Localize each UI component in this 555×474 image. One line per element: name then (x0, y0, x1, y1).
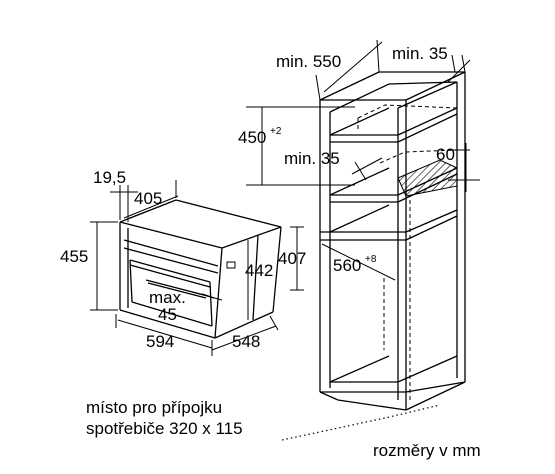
label-oven-depth: 405 (134, 189, 162, 208)
label-handle-max-value: 45 (158, 305, 177, 324)
dim-oven-side-height: 407 (278, 226, 306, 291)
dim-oven-width: 594 (115, 314, 213, 356)
label-niche-width-tol: +8 (365, 254, 377, 265)
connection-note: místo pro přípojku spotřebiče 320 x 115 (86, 398, 441, 441)
dim-niche-width: 560 +8 (321, 243, 396, 281)
label-oven-width: 594 (146, 332, 174, 351)
dim-oven-width-body: 548 (211, 315, 279, 351)
label-niche-height-tol: +2 (270, 126, 282, 137)
label-niche-height: 450 (238, 128, 266, 147)
dim-cab-depth: min. 550 (276, 39, 383, 101)
dim-oven-front-offset: 19,5 (93, 168, 138, 222)
dim-handle-max: max. 45 (149, 288, 223, 324)
label-vent-height: 60 (436, 145, 455, 164)
label-oven-width-body: 548 (232, 332, 260, 351)
dim-vent-depth: min. 35 (284, 149, 383, 181)
dim-oven-total-height: 455 (60, 221, 118, 311)
label-oven-front-offset: 19,5 (93, 168, 126, 187)
tall-cabinet (319, 71, 466, 411)
label-handle-max: max. (149, 288, 186, 307)
label-oven-total-height: 455 (60, 247, 88, 266)
label-oven-inner-height: 442 (245, 261, 273, 280)
dim-vent-height: 60 (436, 143, 480, 192)
dim-niche-height: 450 +2 (238, 106, 355, 186)
oven (119, 199, 282, 339)
label-connection-line1: místo pro přípojku (86, 398, 222, 417)
dim-cab-gap: min. 35 (392, 44, 471, 83)
label-oven-side-height: 407 (278, 249, 306, 268)
label-connection-line2: spotřebiče 320 x 115 (86, 419, 243, 438)
label-vent-depth: min. 35 (284, 149, 340, 168)
dim-oven-depth: 405 (123, 180, 179, 219)
label-cab-depth: min. 550 (276, 52, 341, 71)
label-units: rozměry v mm (373, 441, 481, 460)
label-cab-gap: min. 35 (392, 44, 448, 63)
dim-oven-inner-height: 442 (245, 240, 273, 320)
label-niche-width: 560 (333, 256, 361, 275)
